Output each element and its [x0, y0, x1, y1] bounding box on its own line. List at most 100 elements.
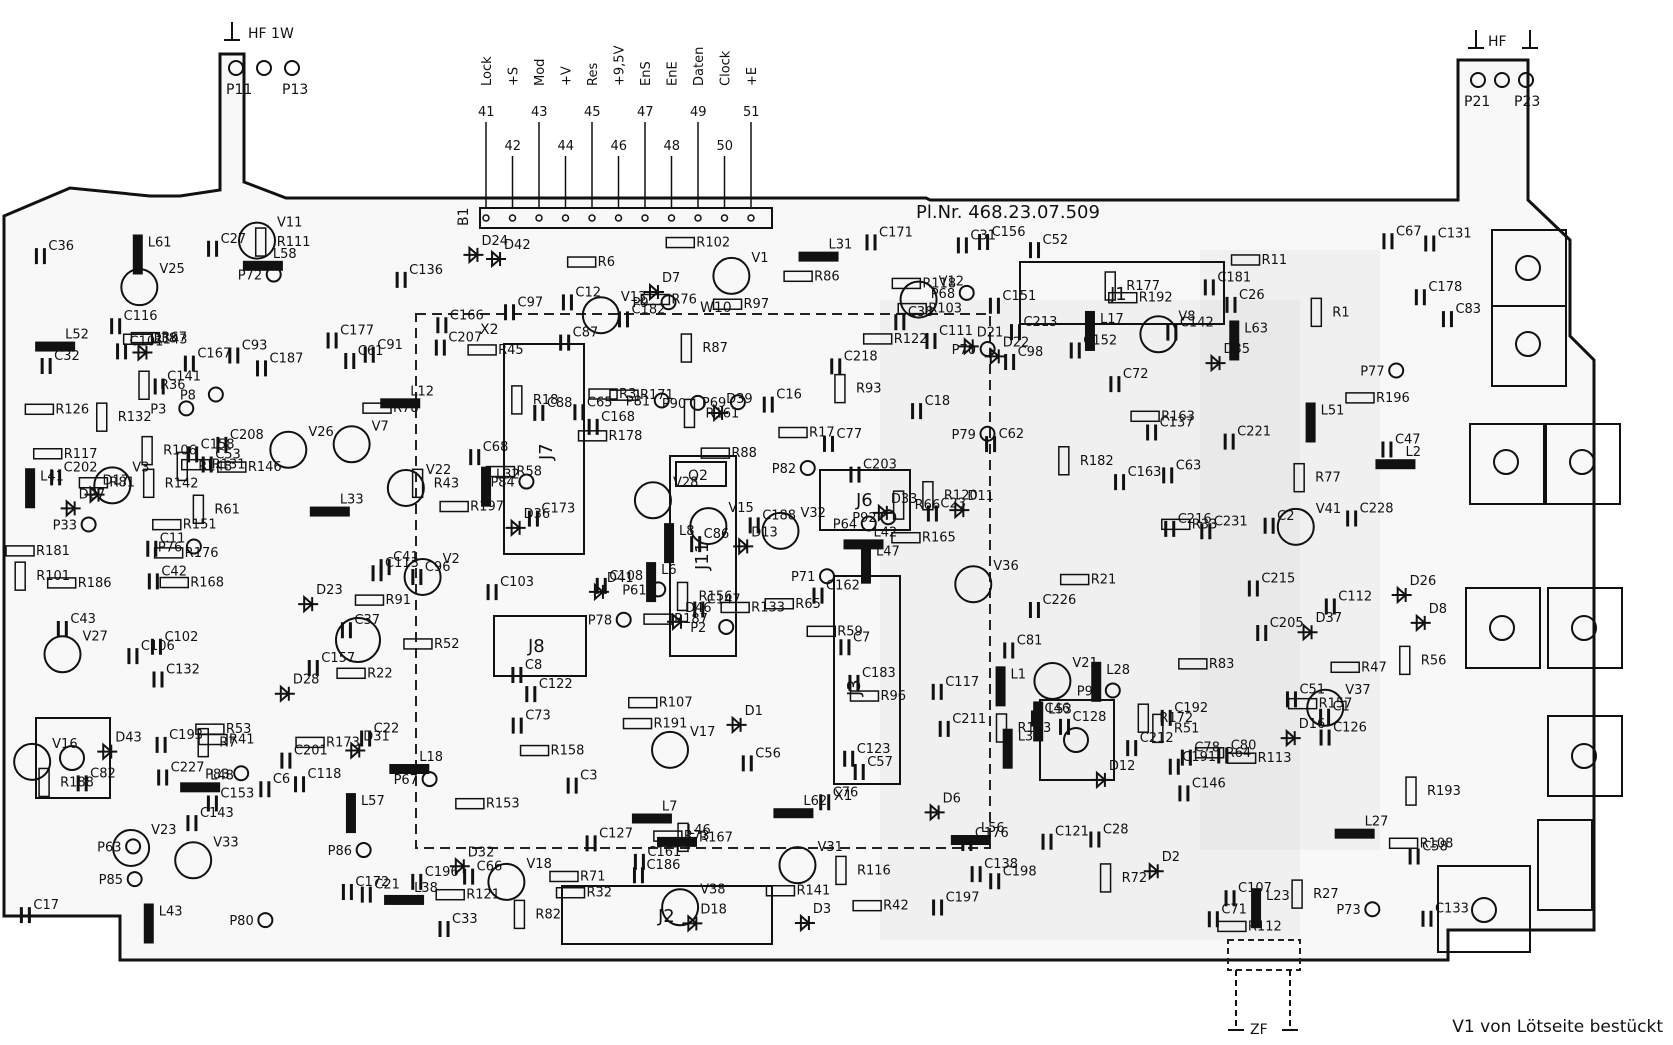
test-point-label: P2 — [690, 621, 706, 636]
test-point-p83 — [233, 765, 250, 782]
capacitor-c33 — [438, 921, 450, 938]
test-point-p78 — [615, 611, 632, 628]
test-point-label: P63 — [97, 840, 121, 855]
capacitor-c187 — [256, 360, 268, 377]
resistor-label: R187 — [674, 612, 708, 627]
capacitor-c197 — [932, 899, 944, 916]
capacitor-c192 — [1160, 709, 1172, 726]
capacitor-c143 — [186, 815, 198, 832]
transistor-label: V22 — [426, 463, 451, 478]
resistor-label: R177 — [1126, 279, 1160, 294]
test-point-p84 — [518, 473, 535, 490]
test-point-p81 — [653, 392, 670, 409]
capacitor-label: C111 — [939, 324, 973, 339]
capacitor-label: C156 — [992, 225, 1026, 240]
diode-label: D35 — [1224, 342, 1251, 357]
resistor-r165 — [891, 531, 921, 544]
hf-right-pin-1: P21 — [1464, 94, 1490, 110]
resistor-label: R11 — [1262, 253, 1288, 268]
resistor-r36 — [138, 370, 150, 400]
capacitor-c167 — [183, 355, 195, 372]
bus-pin-name: +E — [745, 67, 760, 86]
resistor-label: R112 — [1248, 919, 1282, 934]
resistor-r17 — [778, 426, 808, 439]
capacitor-label: C18 — [925, 394, 951, 409]
coil-l52 — [35, 341, 76, 352]
diode-d22 — [984, 347, 1005, 366]
capacitor-label: C56 — [755, 746, 781, 761]
resistor-r7 — [197, 727, 209, 758]
resistor-r123 — [995, 713, 1008, 743]
transistor-v17 — [651, 730, 690, 769]
capacitor-label: C36 — [48, 239, 74, 254]
capacitor-label: C97 — [518, 295, 544, 310]
diode-label: D17 — [102, 474, 129, 489]
coil-l32 — [481, 466, 492, 507]
zf-connector-outline — [1227, 939, 1301, 971]
capacitor-label: C126 — [1333, 721, 1367, 736]
transistor-label: V23 — [151, 823, 176, 838]
resistor-r27 — [1291, 879, 1303, 909]
transistor-label: V25 — [159, 262, 184, 277]
capacitor-label: C193 — [169, 728, 203, 743]
diode-label: D1 — [745, 704, 763, 719]
test-point-label: P71 — [791, 570, 815, 585]
coil-label: L57 — [361, 794, 385, 809]
board-outline — [2, 52, 1596, 962]
diode-label: D42 — [504, 238, 531, 253]
capacitor-c215 — [1247, 580, 1259, 597]
capacitor-label: C141 — [167, 369, 201, 384]
transistor-v41 — [1276, 507, 1315, 546]
transistor-v16 — [13, 742, 52, 781]
test-point-p64 — [860, 515, 877, 532]
capacitor-c173 — [527, 510, 539, 527]
capacitor-label: C43 — [70, 612, 96, 627]
diode-d36 — [505, 518, 526, 538]
capacitor-c6 — [259, 781, 271, 798]
resistor-label: R42 — [883, 899, 909, 914]
capacitor-c52 — [1029, 242, 1041, 259]
resistor-label: R102 — [696, 236, 730, 251]
resistor-label: R73 — [684, 829, 710, 844]
diode-label: D8 — [1429, 602, 1447, 617]
capacitor-c73 — [511, 717, 523, 734]
resistor-r177 — [1104, 271, 1116, 301]
resistor-label: R111 — [277, 235, 311, 250]
capacitor-label: C93 — [242, 339, 268, 354]
capacitor-label: C177 — [340, 324, 374, 339]
resistor-r64 — [1194, 747, 1225, 759]
coil-label: L7 — [662, 800, 678, 815]
resistor-label: R88 — [731, 446, 757, 461]
capacitor-c221 — [1223, 433, 1235, 450]
capacitor-label: C81 — [1017, 634, 1043, 649]
bus-pin-name: +9,5V — [613, 45, 628, 86]
coil-l12 — [380, 398, 421, 409]
capacitor-label: C27 — [221, 232, 247, 247]
capacitor-label: C191 — [1182, 750, 1216, 765]
diode-label: D43 — [115, 731, 142, 746]
resistor-r58 — [485, 465, 516, 478]
capacitor-c17 — [19, 907, 31, 924]
capacitor-label: C73 — [525, 709, 551, 724]
resistor-r191 — [622, 717, 653, 730]
resistor-r182 — [1058, 446, 1070, 476]
capacitor-label: C131 — [1438, 227, 1472, 242]
capacitor-label: C227 — [171, 761, 205, 776]
test-point-p73 — [1364, 901, 1381, 918]
capacitor-label: C38 — [908, 305, 934, 320]
bus-pin-49 — [694, 214, 702, 222]
bus-pin-num: 47 — [637, 105, 654, 120]
resistor-r47 — [1330, 661, 1360, 674]
resistor-r107 — [628, 696, 658, 709]
capacitor-label: C41 — [393, 550, 419, 565]
resistor-r187 — [643, 613, 673, 625]
resistor-r121 — [435, 888, 465, 901]
capacitor-label: C71 — [1221, 902, 1247, 917]
bus-pin-num: 45 — [584, 105, 601, 120]
coil-l17 — [1084, 310, 1095, 351]
capacitor-c7 — [839, 639, 851, 656]
capacitor-c81 — [1003, 642, 1015, 659]
capacitor-c147 — [693, 601, 705, 618]
test-point-label: P61 — [622, 583, 646, 598]
capacitor-label: C173 — [541, 502, 575, 517]
